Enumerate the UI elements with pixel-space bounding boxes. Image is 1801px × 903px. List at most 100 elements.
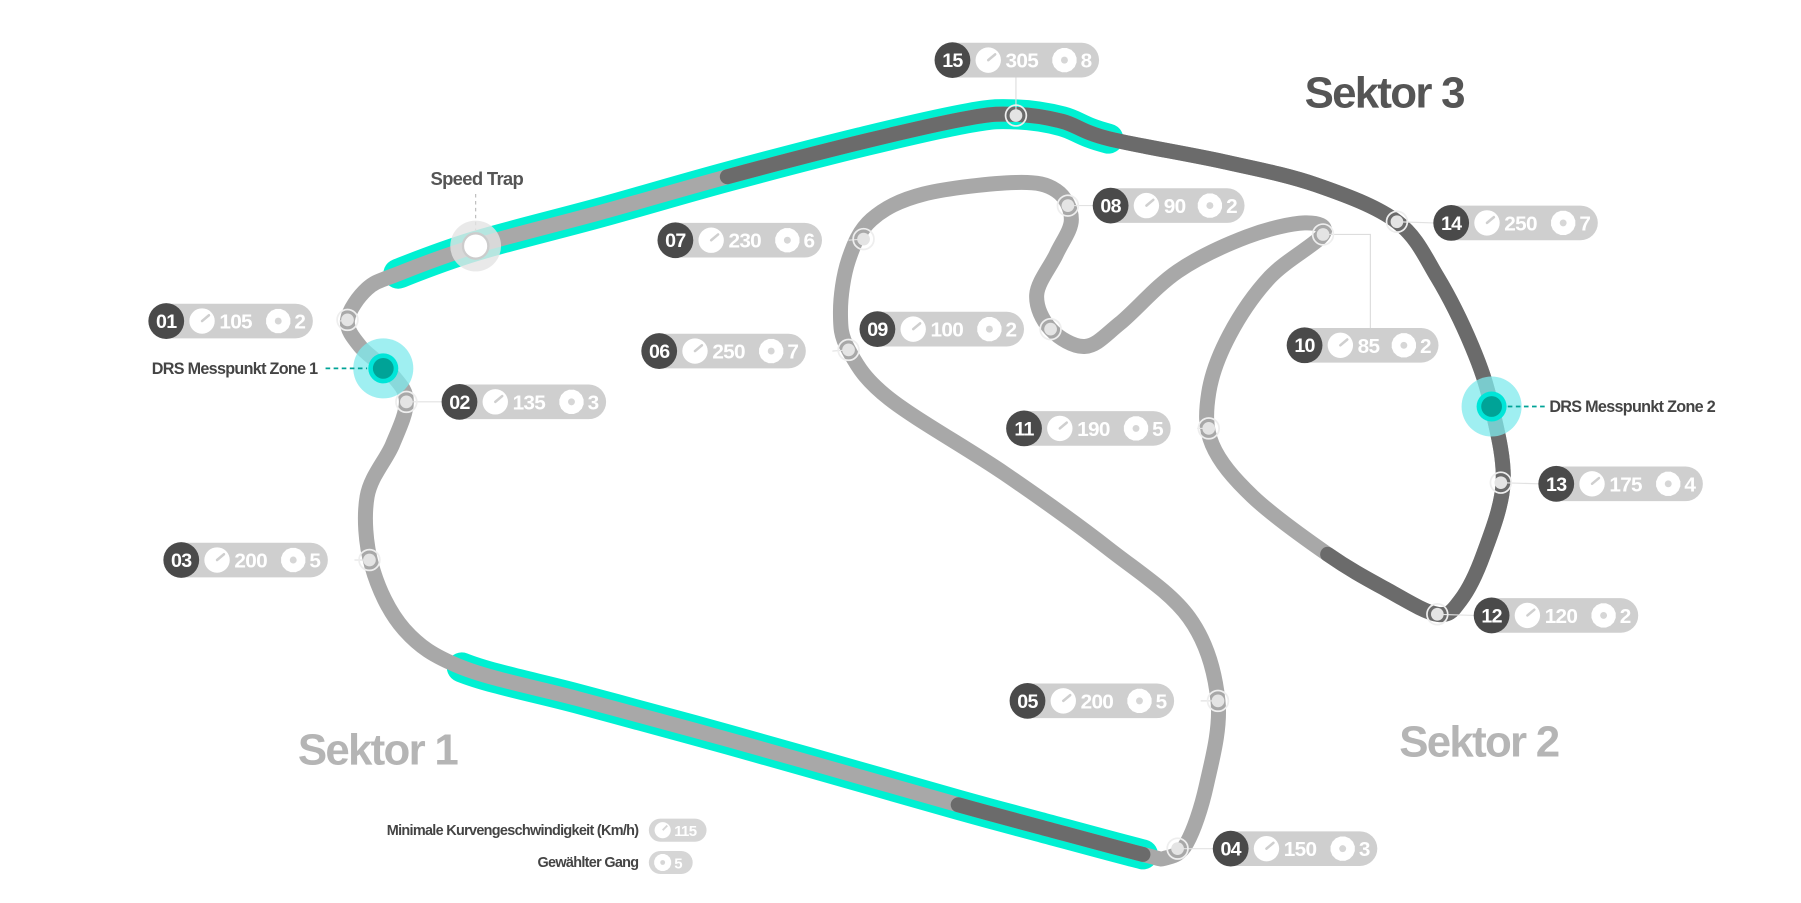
gauge-icon	[1327, 332, 1354, 358]
corner-number-badge	[1473, 597, 1510, 634]
gauge-icon	[654, 822, 671, 839]
gear-icon	[1391, 333, 1417, 358]
corner-min-speed: 85	[1358, 335, 1380, 358]
gauge-icon	[1474, 210, 1500, 236]
gear-icon	[1551, 210, 1576, 236]
corner-gear: 2	[1006, 319, 1017, 342]
corner-gear: 6	[804, 230, 815, 253]
corner-marker[interactable]	[1489, 471, 1513, 494]
corner-number-badge	[441, 383, 478, 420]
gear-icon	[1123, 416, 1149, 441]
gauge-icon	[1050, 688, 1076, 714]
corner-label-10[interactable]: 10 85 2	[1286, 327, 1439, 364]
drs-point-zone-1: DRS Messpunkt Zone 1	[152, 338, 414, 399]
gauge-icon	[1133, 192, 1160, 219]
corner-number: 07	[665, 230, 686, 252]
corner-number-badge	[1538, 465, 1575, 502]
speed-trap-marker	[461, 232, 490, 260]
corner-gear: 7	[787, 341, 798, 364]
corner-number: 04	[1220, 839, 1241, 861]
corner-marker[interactable]	[1426, 603, 1449, 626]
corner-number: 06	[649, 341, 670, 363]
drs-zone-2-label: DRS Messpunkt Zone 2	[1549, 398, 1715, 416]
legend-speed-value: 115	[674, 823, 696, 840]
corner-min-speed: 200	[234, 550, 267, 573]
corner-marker[interactable]	[837, 338, 860, 362]
gear-icon	[977, 316, 1002, 342]
corner-number-badge	[934, 42, 971, 79]
legend-speed-label: Minimale Kurvengeschwindigkeit (Km/h)	[387, 823, 640, 839]
corner-marker[interactable]	[1166, 837, 1189, 860]
corner-gear: 2	[1620, 605, 1631, 628]
corner-number: 13	[1546, 474, 1567, 496]
corner-number: 12	[1481, 605, 1502, 627]
corner-gear: 7	[1579, 212, 1590, 235]
corner-connector	[1323, 233, 1371, 330]
corner-min-speed: 105	[219, 311, 252, 334]
gauge-icon	[1579, 471, 1605, 497]
gear-icon	[559, 389, 584, 415]
legend-gear-label: Gewählter Gang	[538, 855, 639, 871]
corner-min-speed: 200	[1081, 690, 1114, 713]
gear-icon	[266, 308, 291, 334]
gauge-icon	[1514, 602, 1541, 629]
corner-gear: 5	[1156, 690, 1167, 713]
corner-number-badge	[859, 311, 896, 348]
corner-marker[interactable]	[358, 548, 381, 572]
gauge-icon	[1253, 835, 1280, 862]
corner-label-06[interactable]: 06 250 7	[641, 333, 806, 369]
corner-label-12[interactable]: 12 120 2	[1473, 597, 1639, 634]
corner-number-badge	[641, 333, 678, 369]
corner-gear: 5	[1152, 418, 1163, 441]
corner-number: 10	[1294, 335, 1315, 357]
speed-trap-label: Speed Trap	[430, 168, 523, 189]
corner-marker[interactable]	[1056, 194, 1080, 217]
gauge-icon	[698, 227, 724, 253]
corner-number-badge	[1433, 205, 1470, 241]
corner-marker[interactable]	[1385, 210, 1409, 234]
corner-min-speed: 100	[931, 319, 964, 342]
corner-marker[interactable]	[852, 227, 875, 251]
gauge-icon	[482, 389, 508, 415]
corner-marker[interactable]	[1039, 317, 1062, 341]
gauge-icon	[975, 47, 1001, 73]
corner-marker[interactable]	[336, 308, 359, 332]
gear-icon	[654, 853, 672, 872]
corner-gear: 4	[1684, 473, 1696, 496]
corner-marker[interactable]	[1206, 689, 1230, 713]
corner-number-badge	[1006, 410, 1042, 447]
sector-3-track-finish	[950, 797, 1151, 862]
corner-marker[interactable]	[1197, 417, 1221, 440]
gear-icon	[1330, 836, 1355, 861]
corner-gear: 5	[309, 550, 320, 573]
corner-marker[interactable]	[1311, 223, 1335, 246]
corner-marker[interactable]	[1004, 104, 1028, 127]
corner-number: 02	[449, 392, 470, 414]
corner-marker[interactable]	[395, 390, 418, 414]
corner-min-speed: 250	[712, 341, 745, 364]
corner-min-speed: 250	[1504, 212, 1537, 235]
gauge-icon	[204, 547, 230, 573]
gauge-icon	[682, 338, 708, 364]
corner-number-badge	[1092, 187, 1129, 224]
corner-gear: 2	[1226, 195, 1237, 218]
gauge-icon	[189, 308, 215, 334]
corner-number: 11	[1014, 418, 1034, 440]
corner-gear: 3	[588, 391, 599, 414]
corner-gear: 2	[1420, 335, 1431, 358]
corner-min-speed: 120	[1545, 605, 1578, 628]
